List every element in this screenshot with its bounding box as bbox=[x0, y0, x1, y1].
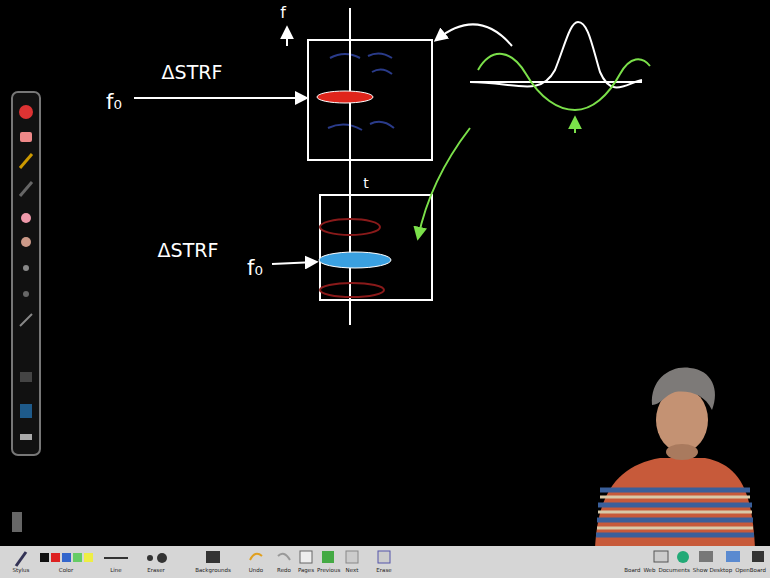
page-marker bbox=[12, 512, 22, 532]
presenter bbox=[597, 497, 753, 528]
toolbar-label: Board bbox=[624, 568, 640, 574]
faint-blue-strokes bbox=[328, 122, 394, 130]
toolbar-label: Show Desktop bbox=[693, 568, 732, 574]
page-marker bbox=[12, 512, 22, 532]
strf-panel-top bbox=[308, 40, 432, 160]
frequency-label: f₀ bbox=[106, 92, 122, 113]
left-toolbar bbox=[20, 132, 32, 142]
curved-arrows bbox=[418, 128, 470, 238]
frequency-label: f₀ bbox=[247, 258, 263, 279]
bottom-toolbar bbox=[104, 557, 128, 559]
left-toolbar bbox=[23, 291, 29, 297]
faint-red-rings bbox=[320, 219, 380, 235]
bottom-toolbar bbox=[726, 551, 740, 562]
pointer-arrows bbox=[134, 98, 316, 264]
strf-panel-bottom bbox=[320, 195, 432, 300]
bottom-toolbar bbox=[147, 555, 153, 561]
bottom-toolbar bbox=[677, 551, 689, 563]
bottom-toolbar bbox=[62, 553, 71, 562]
bottom-toolbar bbox=[16, 552, 26, 566]
left-toolbar bbox=[21, 213, 31, 223]
left-toolbar bbox=[23, 265, 29, 271]
excitatory-band bbox=[317, 91, 373, 103]
bottom-toolbar bbox=[206, 551, 220, 563]
toolbar-label: Color bbox=[59, 568, 73, 574]
tuning-curve bbox=[478, 54, 650, 110]
bottom-toolbar bbox=[0, 546, 770, 578]
tuning-curve bbox=[574, 118, 576, 133]
pointer-arrows bbox=[134, 97, 306, 99]
freq-axis-arrow bbox=[286, 28, 288, 46]
bottom-toolbar bbox=[0, 546, 770, 578]
bottom-toolbar bbox=[51, 553, 60, 562]
bottom-toolbar bbox=[322, 551, 334, 563]
toolbar-label: Redo bbox=[277, 568, 291, 574]
toolbar-label: Undo bbox=[249, 568, 263, 574]
strf-panel-top bbox=[308, 40, 432, 160]
left-toolbar bbox=[20, 372, 32, 382]
left-toolbar bbox=[20, 182, 32, 196]
presenter bbox=[596, 490, 754, 535]
curved-arrows bbox=[418, 24, 512, 238]
bottom-toolbar bbox=[378, 551, 390, 563]
toolbar-label: Previous bbox=[317, 568, 340, 574]
presenter bbox=[666, 444, 698, 460]
faint-blue-strokes bbox=[330, 53, 392, 58]
presenter bbox=[595, 368, 755, 548]
left-toolbar bbox=[12, 92, 40, 455]
left-toolbar bbox=[21, 237, 31, 247]
bottom-toolbar bbox=[752, 551, 764, 562]
toolbar-label: Web bbox=[644, 568, 656, 574]
panel-title: ΔSTRF bbox=[158, 241, 219, 260]
panel-title: ΔSTRF bbox=[162, 63, 223, 82]
faint-blue-strokes bbox=[372, 69, 392, 74]
tuning-curve bbox=[470, 22, 650, 133]
left-toolbar bbox=[20, 154, 32, 168]
toolbar-label: Backgrounds bbox=[195, 568, 231, 574]
pointer-arrows bbox=[272, 262, 316, 264]
strf-panel-bottom bbox=[320, 195, 432, 300]
toolbar-label: Next bbox=[346, 568, 359, 574]
bottom-toolbar bbox=[346, 551, 358, 563]
time-axis bbox=[349, 8, 351, 325]
bottom-toolbar bbox=[300, 551, 312, 563]
toolbar-label: Erase bbox=[376, 568, 391, 574]
toolbar-label: Line bbox=[110, 568, 121, 574]
excitatory-band bbox=[317, 91, 373, 103]
bottom-toolbar bbox=[73, 553, 82, 562]
inhibitory-band bbox=[319, 252, 391, 268]
freq-axis-arrow bbox=[286, 28, 288, 46]
bottom-toolbar bbox=[278, 554, 290, 560]
bottom-toolbar bbox=[84, 553, 93, 562]
presenter bbox=[652, 368, 715, 410]
bottom-toolbar bbox=[157, 553, 167, 563]
bottom-toolbar bbox=[40, 553, 49, 562]
time-axis bbox=[349, 8, 351, 325]
bottom-toolbar bbox=[654, 551, 668, 562]
bottom-toolbar bbox=[699, 551, 713, 562]
toolbar-label: OpenBoard bbox=[735, 568, 766, 574]
bottom-toolbar bbox=[250, 554, 262, 560]
toolbar-label: Eraser bbox=[147, 568, 165, 574]
axis-label: t bbox=[363, 176, 369, 190]
curved-arrows bbox=[436, 24, 512, 46]
inhibitory-band bbox=[319, 252, 391, 268]
left-toolbar bbox=[20, 314, 32, 326]
presenter bbox=[595, 458, 755, 548]
toolbar-label: Stylus bbox=[13, 568, 30, 574]
left-toolbar bbox=[20, 404, 32, 418]
axis-label: f bbox=[280, 5, 286, 21]
left-toolbar bbox=[12, 92, 40, 455]
left-toolbar bbox=[19, 105, 33, 119]
left-toolbar bbox=[20, 434, 32, 440]
faint-red-rings bbox=[320, 283, 384, 297]
toolbar-label: Pages bbox=[298, 568, 314, 574]
toolbar-label: Documents bbox=[659, 568, 690, 574]
